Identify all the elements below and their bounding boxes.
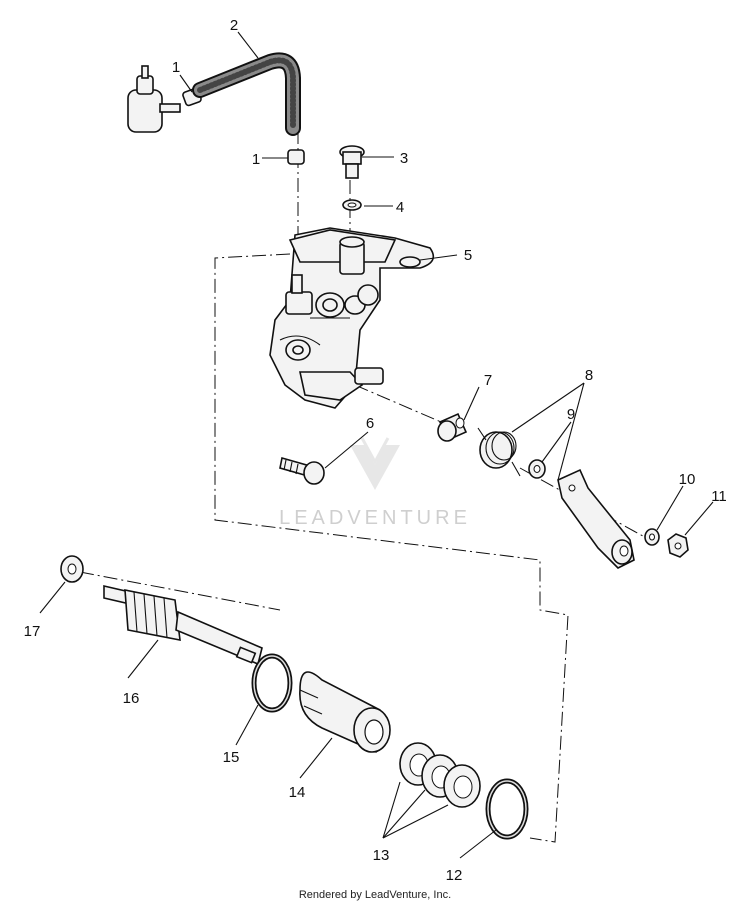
banjo-fitting [127, 65, 181, 133]
return-spring [477, 427, 521, 477]
footer-credit: Rendered by LeadVenture, Inc. [298, 889, 452, 901]
callout-9: 9 [567, 406, 575, 423]
callout-13: 13 [373, 847, 390, 864]
sealing-washer [342, 199, 362, 211]
callout-11: 11 [711, 488, 727, 505]
watermark-logo [350, 437, 400, 490]
callout-8: 8 [585, 367, 593, 384]
callout-17: 17 [24, 623, 41, 640]
callout-6: 6 [366, 415, 374, 432]
callout-16: 16 [123, 690, 140, 707]
flat-washer [528, 459, 546, 479]
mounting-screw [279, 456, 325, 485]
lever-washer [644, 528, 660, 546]
callout-5: 5 [464, 247, 472, 264]
callout-15: 15 [223, 749, 240, 766]
gear-bushing [299, 671, 391, 753]
callout-10: 10 [679, 471, 696, 488]
hose-clamp-lower [287, 149, 305, 165]
callout-2: 2 [230, 17, 238, 34]
bleed-bolt [339, 145, 365, 179]
oil-hose [192, 52, 301, 136]
pump-drive-gear [103, 584, 263, 666]
callout-12: 12 [446, 867, 463, 884]
callout-14: 14 [289, 784, 306, 801]
o-ring-large [485, 778, 529, 840]
leader-lines [39, 31, 714, 859]
oil-pump-body [269, 227, 435, 409]
pump-control-lever [557, 468, 635, 569]
oil-seals [399, 742, 481, 808]
watermark-text: LEADVENTURE [279, 507, 471, 529]
o-ring-small [251, 653, 293, 713]
callout-3: 3 [400, 150, 408, 167]
callout-1-lower: 1 [252, 151, 260, 168]
collar [437, 412, 468, 442]
callout-1-upper: 1 [172, 59, 180, 76]
callout-7: 7 [484, 372, 492, 389]
callout-4: 4 [396, 199, 404, 216]
thrust-washer [60, 555, 84, 583]
lever-nut [667, 533, 689, 558]
